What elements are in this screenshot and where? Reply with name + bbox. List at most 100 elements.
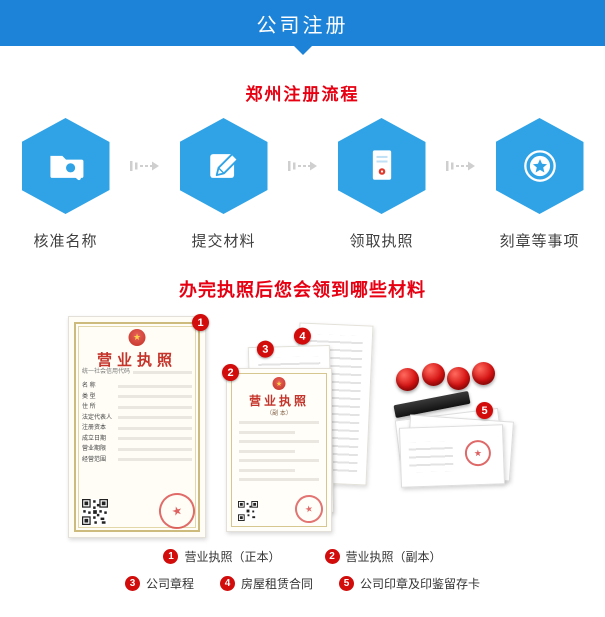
license-field-value xyxy=(118,426,192,430)
license-field-label: 住 所 xyxy=(82,404,96,410)
license-field-label: 名 称 xyxy=(82,383,96,389)
red-stamp-icon xyxy=(422,363,445,386)
license-field-value xyxy=(118,458,192,461)
legend-row-1: 1 营业执照（正本） 2 营业执照（副本） xyxy=(0,548,605,565)
red-stamp-icon xyxy=(447,367,470,390)
license-fields xyxy=(227,421,331,488)
red-stamp-icon xyxy=(472,362,495,385)
red-stamp-icon xyxy=(396,368,419,391)
license-field-row: 营业期限 xyxy=(82,446,192,452)
arrow-icon xyxy=(285,118,321,214)
legend-badge-5: 5 xyxy=(339,576,354,591)
license-field-row: 法定代表人 xyxy=(82,415,192,421)
license-field-label: 成立日期 xyxy=(82,435,107,442)
legend-item: 3 公司章程 xyxy=(124,575,194,592)
license-field-value xyxy=(118,384,192,388)
license-field-value xyxy=(118,395,192,398)
step-approve-name: 核准名称 xyxy=(5,118,127,251)
legend-badge-2: 2 xyxy=(324,549,340,564)
license-field-row: 住 所 xyxy=(82,404,192,410)
legend-item: 2 营业执照（副本） xyxy=(324,548,442,565)
hexagon xyxy=(21,118,110,214)
edit-pen-icon xyxy=(209,153,239,178)
license-field-row: 类 型 xyxy=(82,394,192,400)
company-seals-group: ★ 5 xyxy=(392,358,537,528)
license-frame xyxy=(74,322,200,532)
text-bar xyxy=(239,468,295,472)
license-subtitle: 统一社会信用代码 xyxy=(82,369,192,376)
license-field-row: 成立日期 xyxy=(82,436,192,442)
national-emblem-icon: ★ xyxy=(128,329,146,346)
license-frame xyxy=(231,373,327,527)
text-bar xyxy=(239,440,319,443)
legend-label: 房屋租赁合同 xyxy=(240,577,313,591)
ruled-lines xyxy=(408,440,454,473)
step-label: 核准名称 xyxy=(33,233,98,250)
process-title: 郑州注册流程 xyxy=(245,85,360,104)
star-glyph: ★ xyxy=(303,502,314,515)
license-field-label: 注册资本 xyxy=(82,425,107,431)
legend-row-2: 3 公司章程 4 房屋租赁合同 5 公司印章及印鉴留存卡 xyxy=(0,575,605,592)
arrow-icon xyxy=(127,118,163,214)
business-license-copy: ★ 营业执照 （副 本） ★ 2 xyxy=(222,364,332,532)
legend-label: 营业执照（正本） xyxy=(184,550,281,564)
text-bar xyxy=(239,478,319,481)
license-title: 营业执照 xyxy=(248,394,309,408)
materials-title: 办完执照后您会领到哪些材料 xyxy=(179,280,426,300)
legend-item: 5 公司印章及印鉴留存卡 xyxy=(339,575,480,592)
license-fields: 名 称 类 型 住 所 法定代表人 注册资本 成立日期 营业期限 经营范围 xyxy=(69,383,205,467)
legend-item: 1 营业执照（正本） xyxy=(163,548,281,565)
license-field-value xyxy=(118,437,192,440)
text-bar xyxy=(239,459,319,462)
badge-1: 1 xyxy=(192,314,209,331)
license-field-value xyxy=(118,416,192,419)
business-license-original: ★ 营业执照 统一社会信用代码 名 称 类 型 住 所 法定代表人 注册资本 成… xyxy=(68,314,209,538)
text-bar xyxy=(239,449,295,453)
qr-code xyxy=(82,499,108,525)
license-field-label: 类 型 xyxy=(82,393,96,400)
step-label: 刻章等事项 xyxy=(499,233,580,250)
legend-badge-4: 4 xyxy=(219,576,235,591)
legend: 1 营业执照（正本） 2 营业执照（副本） 3 公司章程 4 房屋租赁合同 5 … xyxy=(0,548,605,602)
star-glyph: ★ xyxy=(132,332,142,342)
star-glyph: ★ xyxy=(473,447,483,458)
folder-search-icon xyxy=(49,155,83,181)
national-emblem-icon: ★ xyxy=(272,377,286,390)
badge-5: 5 xyxy=(476,402,493,419)
hexagon xyxy=(495,118,584,214)
badge-2: 2 xyxy=(222,364,239,381)
license-field-row: 名 称 xyxy=(82,383,192,389)
text-bar xyxy=(239,430,295,434)
legend-badge-3: 3 xyxy=(124,576,140,591)
legend-label: 营业执照（副本） xyxy=(345,550,442,564)
license-field-row: 注册资本 xyxy=(82,425,192,431)
seal-retention-card: ★ xyxy=(398,424,506,488)
seal-print-icon: ★ xyxy=(464,439,492,467)
license-field-label: 法定代表人 xyxy=(82,414,113,421)
license-field-value xyxy=(118,405,192,409)
code-bar xyxy=(133,371,192,374)
step-label: 领取执照 xyxy=(349,233,414,250)
hexagon xyxy=(337,118,426,214)
step-label: 提交材料 xyxy=(191,233,256,250)
legend-label: 公司印章及印鉴留存卡 xyxy=(360,577,481,591)
badge-3: 3 xyxy=(256,340,275,358)
header-arrow-icon xyxy=(293,46,312,55)
star-glyph: ★ xyxy=(275,380,283,388)
step-receive-license: 领取执照 xyxy=(321,118,443,251)
license-field-label: 营业期限 xyxy=(82,446,107,452)
license-field-value xyxy=(118,447,192,451)
legend-label: 公司章程 xyxy=(145,577,194,591)
license-field-label: 经营范围 xyxy=(82,456,107,463)
text-bar xyxy=(239,421,319,424)
process-steps: 核准名称 提交材料 xyxy=(0,118,605,251)
legend-badge-1: 1 xyxy=(163,549,179,564)
legend-item: 4 房屋租赁合同 xyxy=(219,575,313,592)
step-submit-materials: 提交材料 xyxy=(163,118,285,251)
license-doc-icon xyxy=(372,150,391,180)
star-glyph: ★ xyxy=(169,502,185,520)
credit-code-label: 统一社会信用代码 xyxy=(82,369,131,375)
license-field-row: 经营范围 xyxy=(82,457,192,463)
step-seal-matters: 刻章等事项 xyxy=(479,118,601,251)
license-frame-inner xyxy=(78,326,196,528)
